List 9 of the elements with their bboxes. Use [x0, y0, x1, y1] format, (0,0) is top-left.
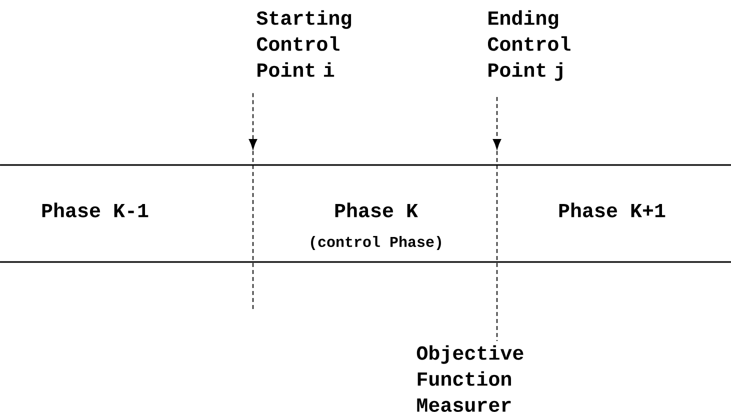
point-label: Ending Control Point j — [488, 10, 570, 81]
point-label: Objective Function Measurer — [416, 345, 524, 412]
dashed-arrow — [248, 92, 258, 150]
point-label: Starting Control Point i — [256, 10, 352, 77]
phase-label: Phase K+1 — [559, 202, 666, 218]
phase-label: (control Phase) — [311, 236, 441, 250]
phase-label: Phase K — [335, 202, 418, 218]
phase-label: Phase K-1 — [42, 202, 148, 218]
dashed-arrow — [492, 96, 502, 150]
